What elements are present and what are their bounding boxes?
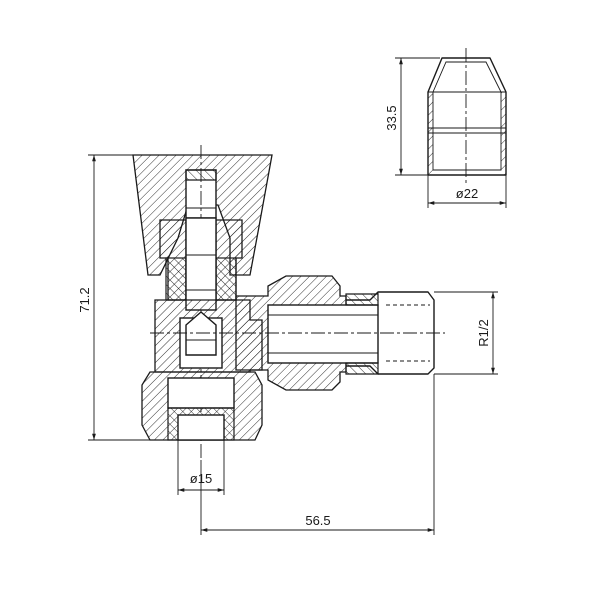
cap-height-dimension: 33.5 bbox=[384, 57, 440, 176]
length-dimension: 56.5 bbox=[200, 374, 435, 535]
thread-dimension: R1/2 bbox=[434, 291, 498, 375]
cap-detail-view bbox=[427, 48, 507, 185]
thread-label: R1/2 bbox=[476, 319, 491, 346]
height-label: 71.2 bbox=[77, 287, 92, 312]
cap-diameter-dimension: ø22 bbox=[427, 175, 507, 208]
length-label: 56.5 bbox=[305, 513, 330, 528]
cap-diameter-label: ø22 bbox=[456, 186, 478, 201]
valve-section-view bbox=[132, 145, 445, 460]
cap-height-label: 33.5 bbox=[384, 105, 399, 130]
height-dimension: 71.2 bbox=[77, 154, 150, 441]
